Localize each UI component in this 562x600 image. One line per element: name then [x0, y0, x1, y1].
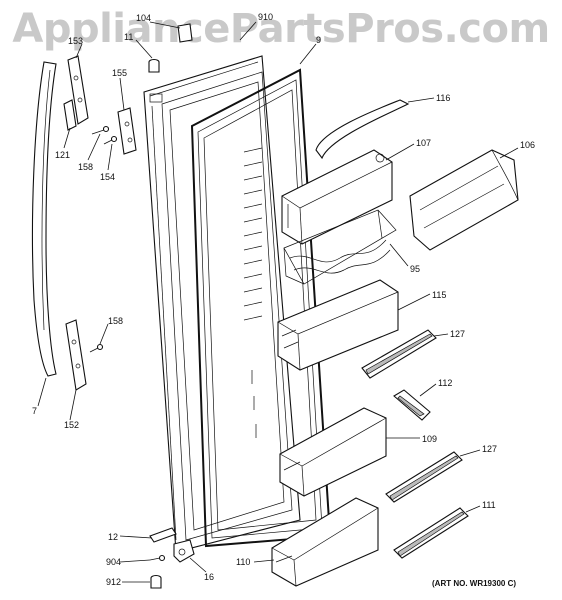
cap-104	[177, 23, 193, 43]
screw-158-lower	[89, 343, 104, 353]
upper-handle-bracket	[63, 55, 89, 131]
leader-lines	[37, 21, 519, 583]
callout-110: 110	[236, 557, 250, 567]
door-body	[143, 55, 301, 553]
bushing-912	[150, 574, 162, 589]
callout-115: 115	[432, 290, 446, 300]
callout-7: 7	[32, 406, 37, 416]
callout-104: 104	[136, 13, 151, 23]
door-bin-109	[279, 407, 387, 497]
clip-112	[393, 389, 431, 421]
callout-112: 112	[438, 378, 452, 388]
callout-127-upper: 127	[450, 329, 465, 339]
lower-handle-bracket	[65, 319, 87, 391]
callout-152: 152	[64, 420, 79, 430]
dairy-cover-106	[409, 149, 519, 251]
bottom-hinge-12	[149, 527, 177, 543]
door-handle	[31, 61, 57, 377]
callout-910: 910	[258, 12, 273, 22]
callout-912: 912	[106, 577, 121, 587]
callout-111: 111	[482, 500, 496, 510]
screw-904	[149, 554, 166, 562]
bin-trim-127-upper	[361, 329, 437, 379]
screw-158-upper	[91, 125, 110, 135]
callout-158-lower: 158	[108, 316, 123, 326]
door-bin-107	[281, 149, 393, 245]
callout-9: 9	[316, 35, 321, 45]
callout-11: 11	[124, 32, 133, 42]
callout-153: 153	[68, 36, 83, 46]
callout-121: 121	[55, 150, 70, 160]
wire-rack-95	[283, 209, 397, 285]
callout-109: 109	[422, 434, 437, 444]
watermark: AppliancePartsPros.com	[12, 6, 550, 52]
callout-16: 16	[204, 572, 214, 582]
hinge-bracket-155	[117, 107, 137, 155]
callout-127-lower: 127	[482, 444, 497, 454]
door-bin-110	[271, 497, 379, 587]
callout-106: 106	[520, 140, 535, 150]
callout-904: 904	[106, 557, 121, 567]
art-number: (ART NO. WR19300 C)	[432, 579, 516, 588]
liner-ribs	[243, 147, 263, 438]
callout-154: 154	[100, 172, 115, 182]
callout-116: 116	[436, 93, 450, 103]
callout-labels: 104 910 11 9 153 155 121 158 154 116 107…	[32, 12, 535, 587]
bin-trim-111	[393, 507, 469, 559]
callout-95: 95	[410, 264, 420, 274]
callout-12: 12	[108, 532, 118, 542]
callout-155: 155	[112, 68, 127, 78]
shelf-rail-116	[315, 99, 410, 160]
door-stop-16	[173, 539, 195, 563]
door-bin-115	[277, 279, 399, 371]
screw-154	[103, 135, 118, 145]
bin-trim-127-lower	[385, 451, 463, 503]
callout-158-upper: 158	[78, 162, 93, 172]
hinge-pin-11	[148, 58, 160, 73]
callout-107: 107	[416, 138, 431, 148]
